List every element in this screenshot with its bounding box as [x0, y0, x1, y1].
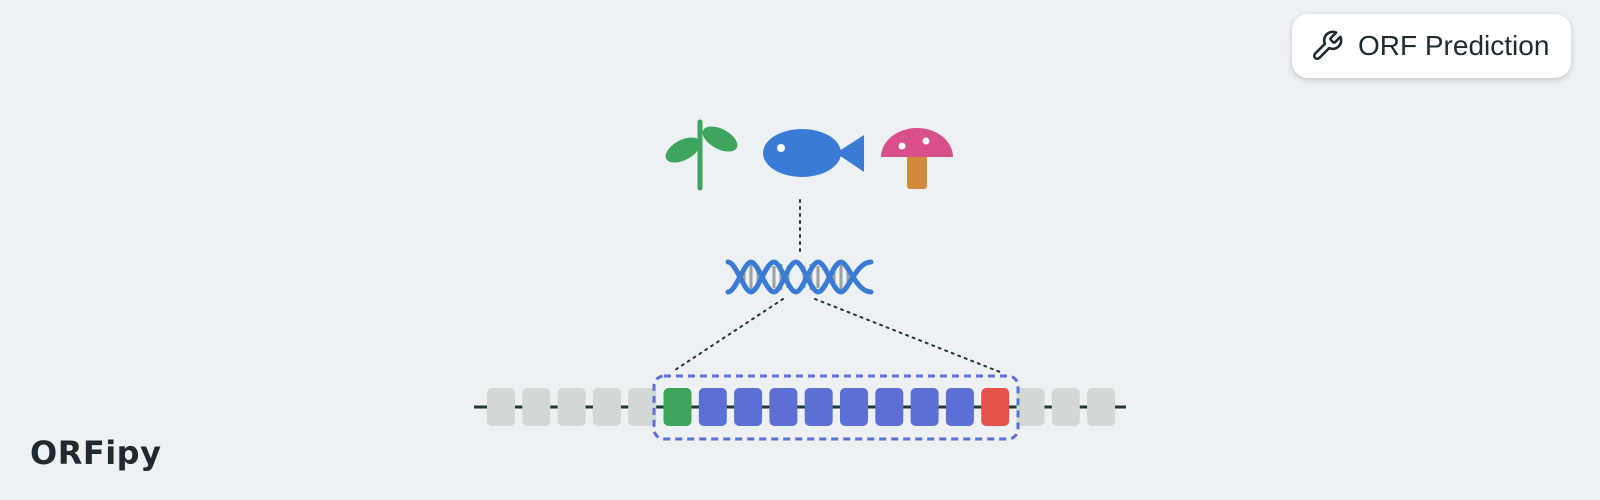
sequence-block	[1016, 388, 1045, 426]
orf-prediction-badge[interactable]: ORF Prediction	[1292, 14, 1572, 78]
orf-block	[734, 388, 763, 426]
orf-block	[910, 388, 939, 426]
orf-block	[875, 388, 904, 426]
sequence-blocks	[487, 388, 1116, 426]
mushroom-icon	[881, 128, 953, 189]
connector-lines	[671, 199, 1001, 373]
wrench-icon	[1310, 29, 1344, 63]
dna-helix-icon	[725, 259, 874, 295]
orf-block	[698, 388, 727, 426]
orf-block	[945, 388, 974, 426]
orf-block	[840, 388, 868, 426]
sequence-block	[592, 388, 621, 426]
sequence-block	[628, 388, 657, 426]
orfipy-logo: ORFipy	[30, 434, 162, 472]
orf-block	[804, 388, 833, 426]
sequence-block	[557, 388, 586, 426]
fish-icon	[763, 129, 864, 177]
sequence-block	[1051, 388, 1080, 426]
sequence-track	[474, 374, 1126, 441]
start-codon-block	[663, 388, 692, 426]
plant-icon	[665, 119, 738, 191]
orf-block	[769, 388, 798, 426]
orf-highlight-box	[652, 374, 1020, 441]
sequence-block	[487, 388, 515, 426]
badge-label: ORF Prediction	[1358, 30, 1550, 61]
sequence-block	[522, 388, 551, 426]
stop-codon-block	[981, 388, 1010, 426]
sequence-block	[1087, 388, 1116, 426]
